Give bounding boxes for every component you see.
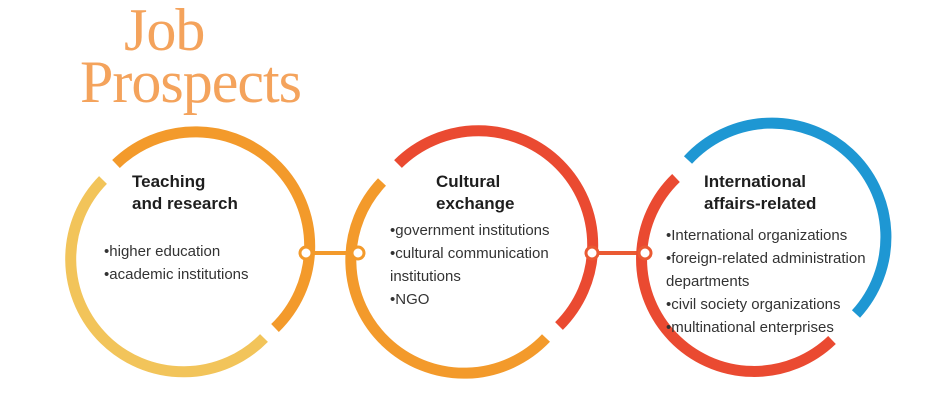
ring-cultural — [345, 125, 599, 379]
list-item: cultural communication institutions — [390, 242, 585, 288]
connector-dot-2a — [584, 245, 600, 261]
ring-teaching — [65, 126, 316, 378]
card-teaching-list: higher education academic institutions — [104, 240, 302, 286]
connector-dot-1b — [350, 245, 366, 261]
ring-2-arc-orange — [345, 178, 550, 379]
ring-2-arc-red — [394, 125, 599, 330]
card-international: International affairs-related Internatio… — [666, 171, 902, 339]
heading-line: Cultural — [436, 172, 501, 191]
ring-1-arc-orange — [112, 126, 316, 332]
heading-line: Teaching — [132, 172, 206, 191]
list-item: academic institutions — [104, 263, 302, 286]
card-cultural: Cultural exchange government institution… — [390, 171, 585, 311]
card-teaching: Teaching and research higher education a… — [109, 171, 302, 286]
heading-line: and research — [132, 194, 238, 213]
card-cultural-heading: Cultural exchange — [390, 171, 585, 215]
page-title: Job Prospects — [80, 0, 380, 115]
list-item: higher education — [104, 240, 302, 263]
title-line-1: Job — [124, 0, 205, 63]
connector-dot-2b — [637, 245, 653, 261]
card-teaching-heading: Teaching and research — [132, 171, 302, 215]
title-line-2: Prospects — [80, 49, 302, 115]
list-item: foreign-related administration departmen… — [666, 247, 902, 293]
heading-line: International — [704, 172, 807, 191]
card-cultural-list: government institutions cultural communi… — [390, 219, 585, 311]
list-item: multinational enterprises — [666, 316, 902, 339]
list-item: civil society organizations — [666, 293, 902, 316]
list-item: International organizations — [666, 224, 902, 247]
heading-line: exchange — [436, 194, 515, 213]
list-item: government institutions — [390, 219, 585, 242]
card-international-heading: International affairs-related — [666, 171, 902, 215]
ring-1-arc-yellow — [65, 176, 268, 378]
card-international-list: International organizations foreign-rela… — [666, 224, 902, 339]
heading-line: affairs-related — [704, 194, 817, 213]
list-item: NGO — [390, 288, 585, 311]
